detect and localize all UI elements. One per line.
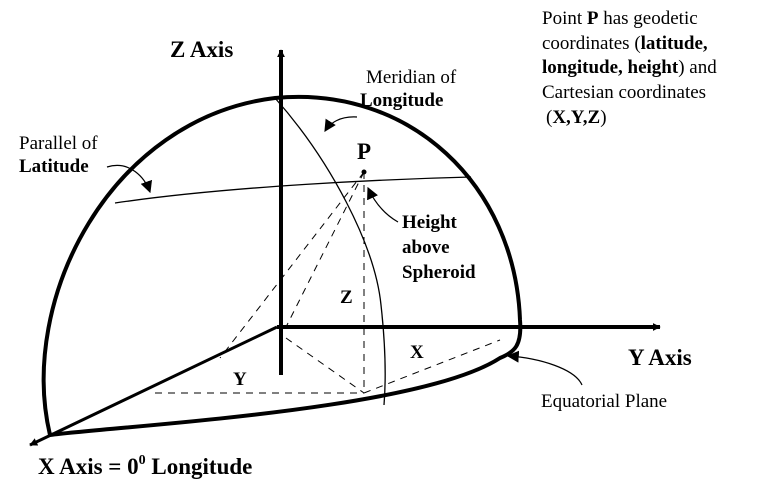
svg-text:coordinates (latitude,: coordinates (latitude, <box>542 33 708 54</box>
construction-lines <box>155 171 501 394</box>
height-label-line3: Spheroid <box>402 262 476 283</box>
parallel-label-line2: Latitude <box>19 156 89 177</box>
x-axis <box>29 325 278 447</box>
height-leader-arrow <box>367 186 399 223</box>
meridian-label-line1: Meridian of <box>366 67 457 88</box>
svg-text:Point P has geodetic: Point P has geodetic <box>542 8 698 29</box>
coordinates-note: Point P has geodetic coordinates (latitu… <box>542 8 717 128</box>
parallel-label-line1: Parallel of <box>19 133 98 154</box>
meridian-of-longitude-line <box>274 97 386 406</box>
meridian-leader-arrow <box>324 116 358 133</box>
meridian-label-line2: Longitude <box>360 90 443 111</box>
z-axis-label: Z Axis <box>170 37 233 62</box>
point-p-marker <box>361 169 367 175</box>
svg-text:longitude, height) and: longitude, height) and <box>542 57 717 78</box>
parallel-leader-arrow <box>106 164 153 194</box>
equatorial-plane-label: Equatorial Plane <box>541 391 667 412</box>
height-label-line2: above <box>402 237 450 258</box>
y-axis-label: Y Axis <box>628 345 692 370</box>
point-p-label: P <box>357 139 371 164</box>
svg-text:Cartesian coordinates: Cartesian coordinates <box>542 82 706 103</box>
z-component-label: Z <box>340 287 353 308</box>
svg-text:(X,Y,Z): (X,Y,Z) <box>546 107 607 128</box>
height-label-line1: Height <box>402 212 458 233</box>
spheroid-outline <box>41 94 523 438</box>
y-component-label: Y <box>233 369 247 390</box>
x-axis-label: X Axis = 00 Longitude <box>38 453 252 479</box>
x-component-label: X <box>410 342 424 363</box>
parallel-of-latitude-line <box>114 176 472 204</box>
equatorial-leader-arrow <box>506 350 583 386</box>
